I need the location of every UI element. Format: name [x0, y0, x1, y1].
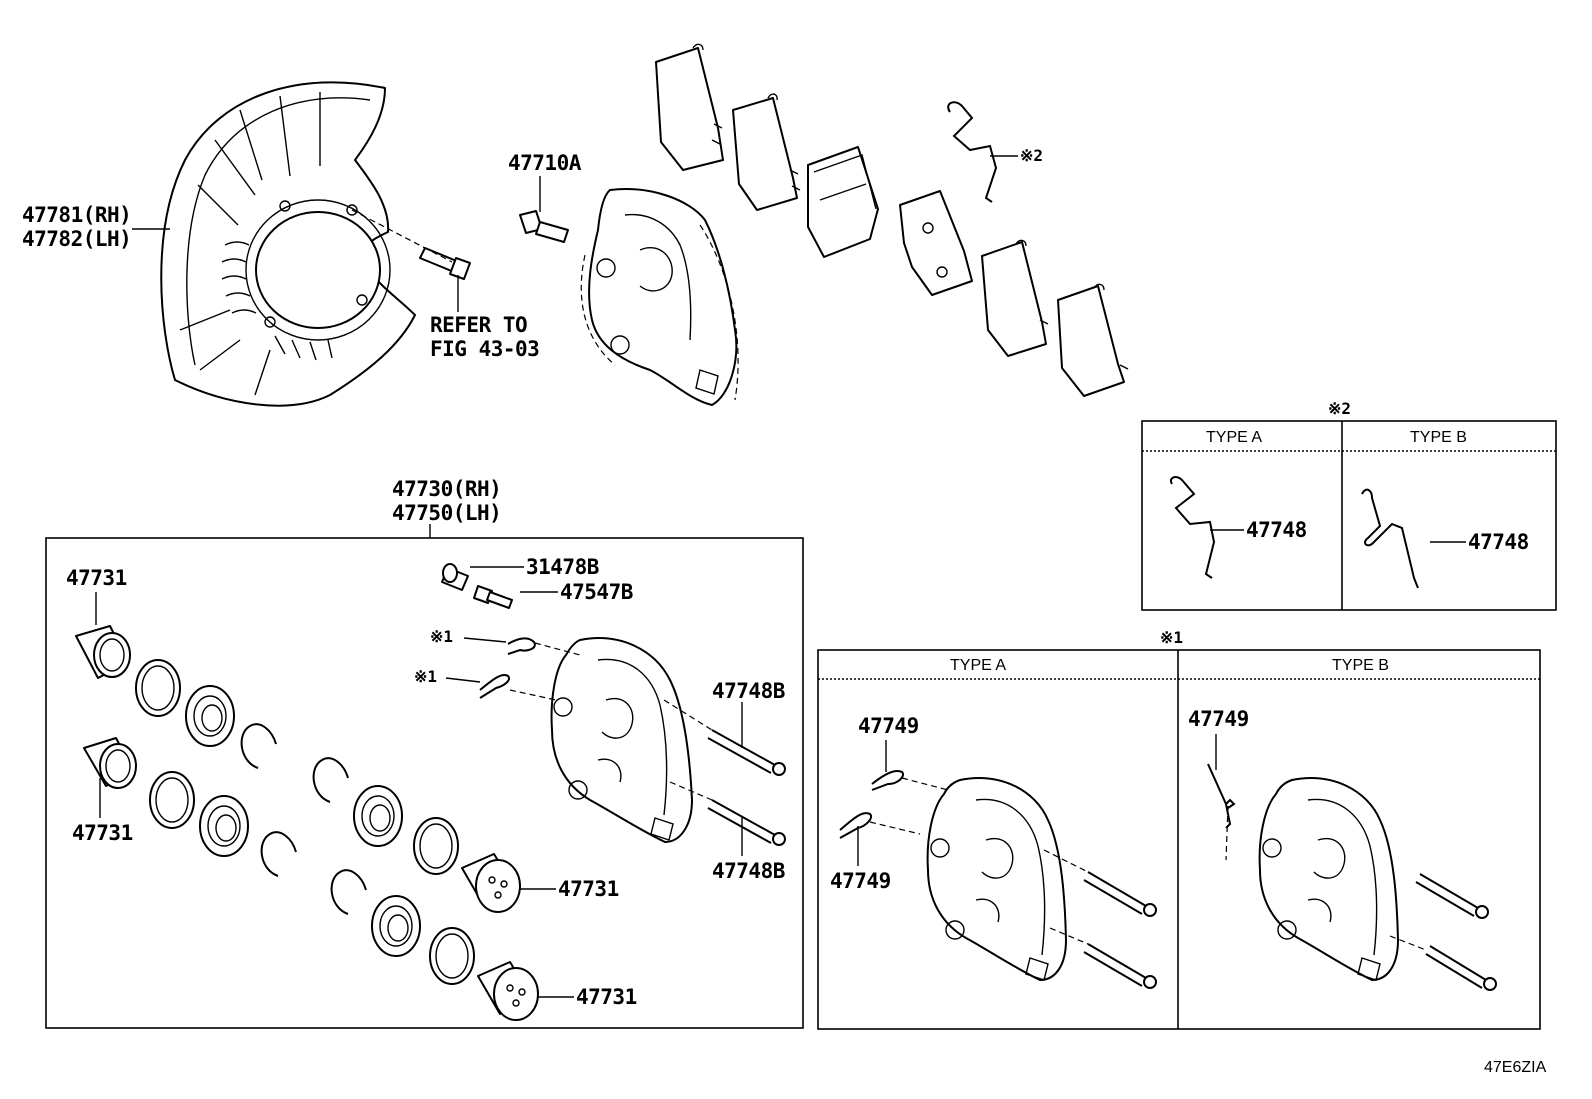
lower-caliper [550, 637, 693, 843]
seal-1a [135, 659, 181, 717]
ring-1b [312, 757, 349, 803]
clip-type-a-top [871, 770, 904, 791]
bleeder-screw [473, 585, 513, 609]
seal-2b [429, 927, 475, 985]
ring-2a [260, 831, 297, 877]
dust-boot-2b [371, 895, 421, 957]
label-shield-lh: 47782(LH) [22, 227, 131, 251]
shield-bolt [419, 247, 471, 280]
label-refer-line2: FIG 43-03 [430, 337, 539, 361]
spring-type-b [1361, 488, 1419, 589]
seal-2a [149, 771, 195, 829]
note1-type-b: TYPE B [1332, 657, 1389, 674]
pin-lower [707, 799, 786, 846]
upper-caliper [580, 188, 739, 406]
note2-part-a: 47748 [1246, 518, 1307, 542]
note2-part-b: 47748 [1468, 530, 1529, 554]
clip-type-b [1207, 763, 1236, 829]
note1-type-a: TYPE A [950, 657, 1006, 674]
note1-table [817, 649, 1541, 1030]
label-clip-ref-2: ※1 [414, 667, 437, 686]
note1-clip-b-label: 47749 [1188, 707, 1249, 731]
upper-inner-shim-1 [981, 239, 1049, 357]
spring-type-a [1170, 476, 1216, 579]
piston-2 [83, 737, 137, 789]
clip-lower [479, 674, 510, 699]
label-refer-line1: REFER TO [430, 313, 527, 337]
upper-outer-shim-2 [732, 93, 801, 211]
upper-inner-shim-2 [1057, 283, 1129, 397]
piston-4 [477, 961, 539, 1021]
label-pin-1: 47748B [712, 679, 785, 703]
label-bleeder: 47547B [560, 580, 633, 604]
pin-type-b-lower [1425, 945, 1497, 991]
label-pin-2: 47748B [712, 859, 785, 883]
note1-clip-a-bottom-label: 47749 [830, 869, 891, 893]
dust-shield [160, 81, 416, 407]
dust-boot-1b [353, 785, 403, 847]
clip-type-a-bottom [839, 812, 872, 839]
caliper-assembly-box [45, 537, 804, 1029]
label-caliper-rh: 47730(RH) [392, 477, 501, 501]
piston-3 [461, 853, 521, 913]
ring-2b [330, 869, 367, 915]
note1-clip-a-top-label: 47749 [858, 714, 919, 738]
seal-1b [413, 817, 459, 875]
caliper-type-b [1258, 777, 1399, 981]
dust-boot-1a [185, 685, 235, 747]
clip-upper [507, 637, 536, 655]
label-cap: 31478B [526, 555, 599, 579]
note2-type-a: TYPE A [1206, 429, 1262, 446]
ring-1a [240, 723, 277, 769]
anti-rattle-spring [947, 101, 998, 203]
upper-outer-shim-1 [655, 43, 724, 171]
upper-outer-pad [807, 146, 879, 258]
caliper-type-a [926, 777, 1067, 981]
piston-1 [75, 625, 131, 679]
note1-title: ※1 [1160, 628, 1183, 647]
figure-code: 47E6ZIA [1484, 1059, 1547, 1076]
upper-inner-pad [899, 190, 973, 296]
note2-title: ※2 [1328, 399, 1351, 418]
bleeder-cap [441, 563, 469, 591]
label-shield-rh: 47781(RH) [22, 203, 131, 227]
label-piston-1: 47731 [66, 566, 127, 590]
label-clip-ref-1: ※1 [430, 627, 453, 646]
label-piston-2: 47731 [72, 821, 133, 845]
label-spring-ref: ※2 [1020, 146, 1043, 165]
dust-boot-2a [199, 795, 249, 857]
pin-upper [707, 729, 786, 776]
note2-type-b: TYPE B [1410, 429, 1467, 446]
caliper-bolt [519, 210, 569, 243]
pin-type-a-lower [1083, 943, 1157, 989]
label-bolt: 47710A [508, 151, 582, 175]
pin-type-a-upper [1083, 871, 1157, 917]
label-piston-4: 47731 [576, 985, 637, 1009]
label-piston-3: 47731 [558, 877, 619, 901]
pin-type-b-upper [1415, 873, 1489, 919]
label-caliper-lh: 47750(LH) [392, 501, 501, 525]
note2-table [1141, 420, 1557, 611]
